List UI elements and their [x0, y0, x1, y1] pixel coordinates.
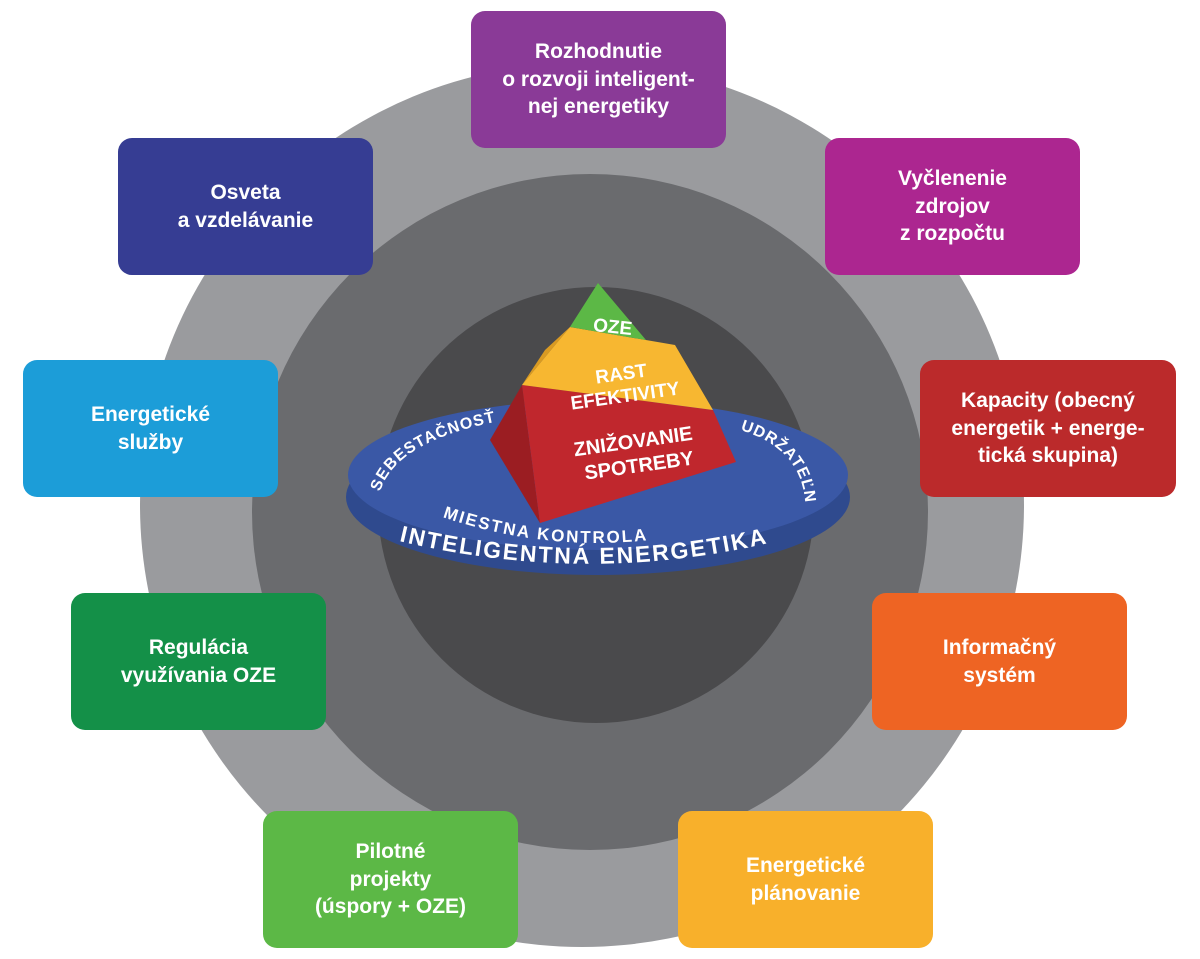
card-osveta-vzdelavanie[interactable]: Osveta a vzdelávanie: [118, 138, 373, 275]
card-label: Kapacity (obecný energetik + energe- tic…: [951, 388, 1145, 468]
card-label: Regulácia využívania OZE: [120, 635, 277, 687]
pyramid-bottom-shade: [490, 385, 540, 523]
card-label: Vyčlenenie zdrojov z rozpočtu: [898, 166, 1007, 246]
card-vyclenenie-zdrojov[interactable]: Vyčlenenie zdrojov z rozpočtu: [825, 138, 1080, 275]
card-regulacia-oze[interactable]: Regulácia využívania OZE: [71, 593, 326, 730]
card-informacny-system[interactable]: Informačný systém: [872, 593, 1127, 730]
card-label: Informačný systém: [942, 635, 1057, 687]
card-energeticke-sluzby[interactable]: Energetické služby: [23, 360, 278, 497]
pyramid-bottom-face: [522, 385, 736, 523]
pyramid: OZE RAST EFEKTIVITY ZNIŽOVANIE SPOTREBY: [490, 283, 736, 523]
card-rozhodnutie[interactable]: Rozhodnutie o rozvoji inteligent- nej en…: [471, 11, 726, 148]
pyramid-middle-face: [522, 327, 713, 410]
card-label: Rozhodnutie o rozvoji inteligent- nej en…: [502, 39, 695, 119]
card-kapacity[interactable]: Kapacity (obecný energetik + energe- tic…: [920, 360, 1176, 497]
pyramid-top-face: [570, 283, 675, 345]
card-energeticke-planovanie[interactable]: Energetické plánovanie: [678, 811, 933, 948]
card-label: Energetické plánovanie: [745, 853, 866, 905]
pyramid-top-label: OZE: [592, 315, 633, 340]
card-label: Energetické služby: [90, 402, 211, 454]
card-pilotne-projekty[interactable]: Pilotné projekty (úspory + OZE): [263, 811, 518, 948]
card-label: Osveta a vzdelávanie: [177, 180, 314, 232]
card-label: Pilotné projekty (úspory + OZE): [314, 839, 467, 919]
